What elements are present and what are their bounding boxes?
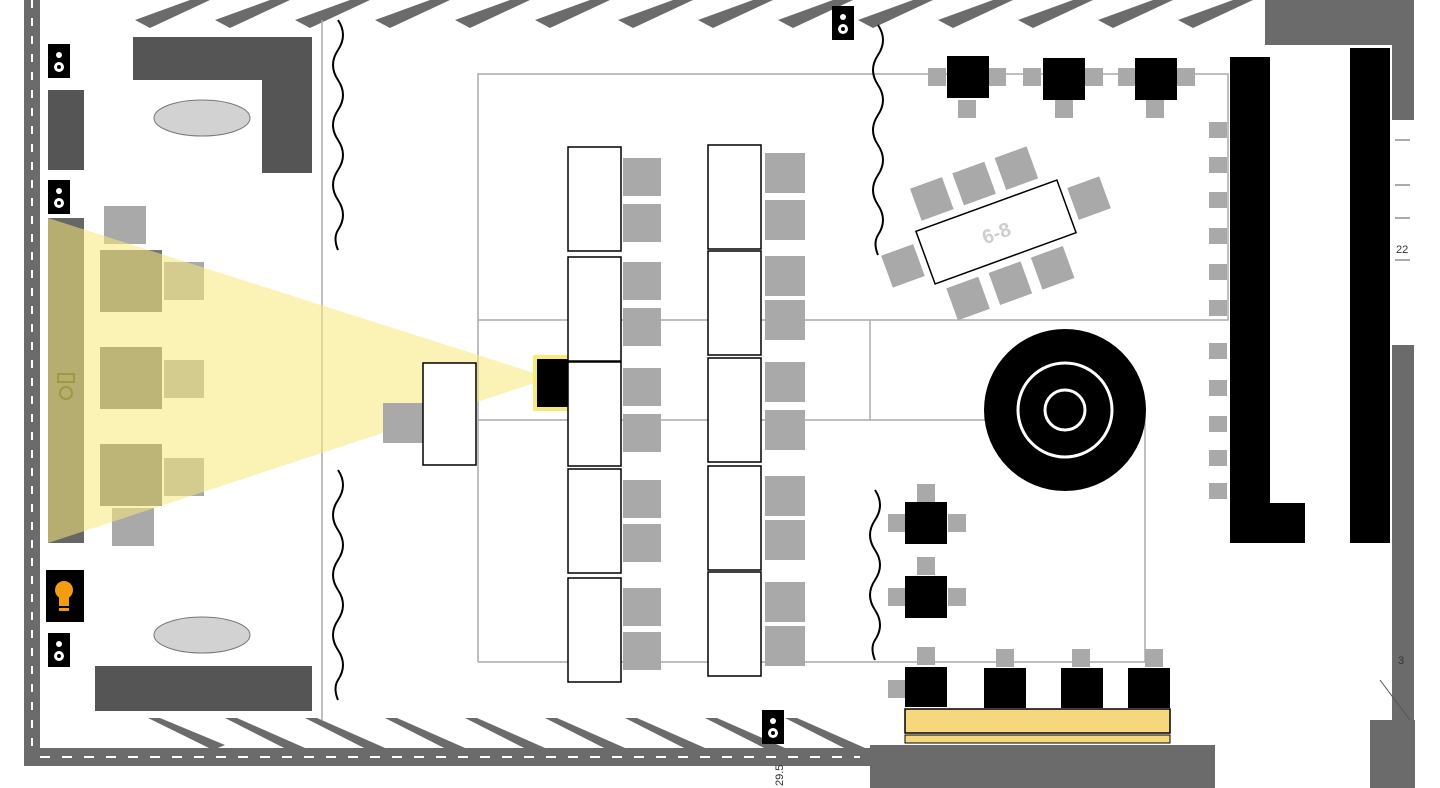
bottom-windows [148,718,865,752]
banquet-tables-left [567,146,622,683]
right-edge-details [1379,139,1411,721]
projector-table [383,362,477,466]
top-windows [135,0,1253,28]
banquet-chairs-left [623,158,661,670]
cocktail-tables-lower [888,484,966,618]
dimension-label-lower-right: 3 [1398,655,1404,667]
speaker-icon [762,710,784,744]
speaker-icon [832,6,854,40]
speaker-icon [48,633,70,667]
lamp-icon [46,570,84,622]
screen-icon [57,373,75,400]
projection-beam [48,218,550,543]
stage-bench [888,647,1171,744]
dimension-label-upper-right: 22 [1396,244,1408,256]
speaker-icon [48,44,70,78]
bar-stools [1209,122,1227,499]
cocktail-tables-top [928,56,1195,118]
banquet-tables-right [707,144,762,677]
table-6-8: 6-8 [881,146,1111,321]
curtains [332,19,884,701]
banquet-chairs-right [765,153,805,666]
dance-floor-target-icon [984,329,1146,491]
outer-walls [24,0,1415,788]
dimension-label-bottom: 29.5 [774,765,786,786]
bar-counter [1230,48,1390,543]
speaker-icon [48,180,70,214]
